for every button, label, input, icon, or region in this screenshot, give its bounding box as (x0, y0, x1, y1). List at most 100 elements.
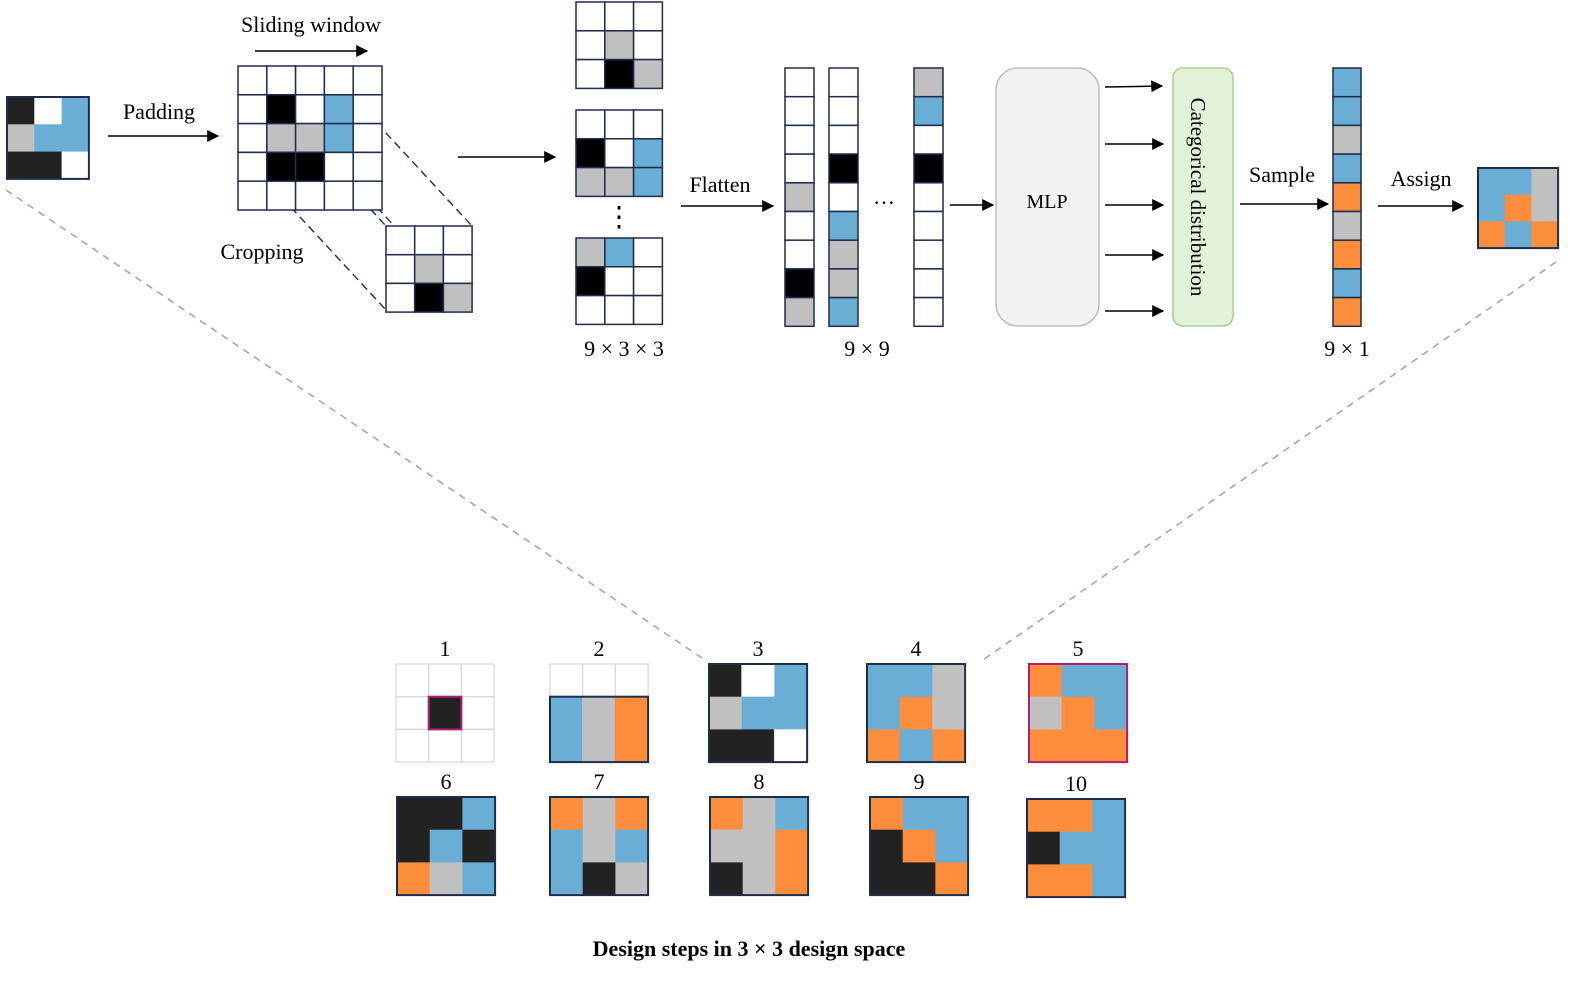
design-step-10-cell (1027, 799, 1061, 833)
padded-grid-cell (294, 65, 326, 96)
design-step-2-cell (549, 663, 584, 698)
design-step-10-cell (1059, 799, 1093, 833)
flat-column-2-cell (828, 67, 859, 98)
design-step-6-label: 6 (441, 769, 452, 794)
design-step-3-label: 3 (753, 636, 764, 661)
padded-grid-cell (323, 151, 354, 182)
design-step-9-label: 9 (914, 769, 925, 794)
label-cropping: Cropping (220, 239, 303, 264)
label-sample: Sample (1249, 162, 1315, 187)
design-step-7-cell (550, 797, 584, 831)
design-step-1-cell (460, 696, 495, 731)
input-grid-cell (61, 151, 90, 180)
flat-column-3-cell (913, 153, 944, 184)
design-step-2-cell (549, 696, 584, 731)
label-flatten: Flatten (689, 172, 750, 197)
patch-3-cell (632, 237, 664, 268)
design-step-2-cell (614, 696, 649, 731)
design-step-9-cell (935, 829, 969, 863)
sample-column-cell (1332, 95, 1362, 127)
design-step-5-cell (1029, 664, 1063, 698)
flat-column-1-cell (784, 210, 815, 241)
crop-grid-cell (385, 253, 416, 285)
design-step-9-border (869, 796, 970, 897)
flat-column-1-cell (784, 95, 815, 127)
design-step-1-cell (395, 663, 430, 698)
design-step-2-cell (614, 663, 649, 698)
padded-grid-cell (266, 180, 297, 211)
design-step-8-cell (710, 797, 744, 831)
design-step-4-cell (932, 664, 966, 698)
design-step-4-cell (867, 696, 901, 730)
design-step-1-cell (460, 663, 495, 698)
padded-grid-cell (323, 65, 354, 96)
crop-grid-cell (442, 253, 473, 285)
arrow-mlp-out-1 (1104, 80, 1164, 93)
padded-grid-cell (237, 180, 268, 211)
figure-caption: Design steps in 3 × 3 design space (593, 936, 906, 961)
design-step-1-highlight (427, 695, 463, 731)
design-step-3-cell (709, 696, 743, 730)
input-grid-cell (61, 97, 90, 125)
horizontal-ellipsis: ··· (873, 190, 895, 215)
design-step-1-cell (460, 728, 495, 763)
padded-grid-cell (352, 180, 383, 211)
design-step-1-cell (428, 663, 463, 698)
crop-guide-2 (237, 149, 387, 311)
design-step-1-cell (428, 728, 463, 763)
input-grid-cell (34, 124, 63, 153)
design-step-9-cell (870, 829, 904, 863)
patch-2-cell (632, 166, 664, 198)
design-step-10-cell (1027, 864, 1061, 898)
patch-2-cell (575, 166, 606, 198)
design-step-10-cell (1092, 831, 1126, 865)
design-step-7-cell (550, 862, 584, 896)
design-step-10-cell (1092, 864, 1126, 898)
patch-2-cell (604, 109, 635, 140)
label-assign: Assign (1390, 166, 1451, 191)
assign-grid-cell (1504, 221, 1532, 249)
design-step-8-cell (742, 797, 776, 831)
flat-column-3-cell (913, 210, 944, 241)
padded-grid-cell (323, 122, 354, 154)
label-padding: Padding (123, 99, 195, 124)
design-step-3-cell (709, 664, 743, 698)
padded-grid-cell (266, 151, 297, 182)
sample-column-cell (1332, 296, 1362, 328)
design-step-8-cell (775, 829, 809, 863)
flat-column-1-cell (784, 296, 815, 328)
design-step-10-border (1026, 798, 1127, 899)
label-dim-patches: 9 × 3 × 3 (584, 336, 664, 361)
assign-grid-cell (1504, 194, 1532, 222)
design-step-3-cell (709, 729, 743, 763)
design-step-6-cell (397, 829, 431, 863)
design-step-4-cell (899, 696, 933, 730)
design-step-6-cell (429, 829, 463, 863)
design-step-7-cell (582, 829, 616, 863)
design-step-6-cell (397, 862, 431, 896)
design-step-6-cell (462, 862, 496, 896)
input-grid-cell (34, 151, 63, 180)
flat-column-3-cell (913, 239, 944, 270)
padded-grid-cell (237, 94, 268, 125)
design-step-4-cell (899, 729, 933, 763)
design-step-5-cell (1061, 729, 1095, 763)
assign-grid-cell (1478, 194, 1506, 222)
design-step-10-cell (1092, 799, 1126, 833)
padded-grid-cell (352, 151, 383, 182)
flat-column-2-cell (828, 95, 859, 127)
zoom-line-left (5, 189, 706, 661)
flat-column-2-cell (828, 153, 859, 184)
design-step-5-border (1028, 663, 1129, 764)
sample-column-cell (1332, 210, 1362, 241)
assign-grid-cell (1531, 168, 1559, 196)
mlp-box (995, 67, 1100, 327)
design-step-8-border (709, 796, 810, 897)
patch-1-cell (575, 58, 606, 90)
design-step-6-cell (397, 797, 431, 831)
design-step-5-cell (1029, 729, 1063, 763)
design-step-10-cell (1059, 831, 1093, 865)
patch-3-cell (575, 294, 606, 326)
input-grid-cell (7, 124, 35, 153)
design-step-6-cell (429, 862, 463, 896)
